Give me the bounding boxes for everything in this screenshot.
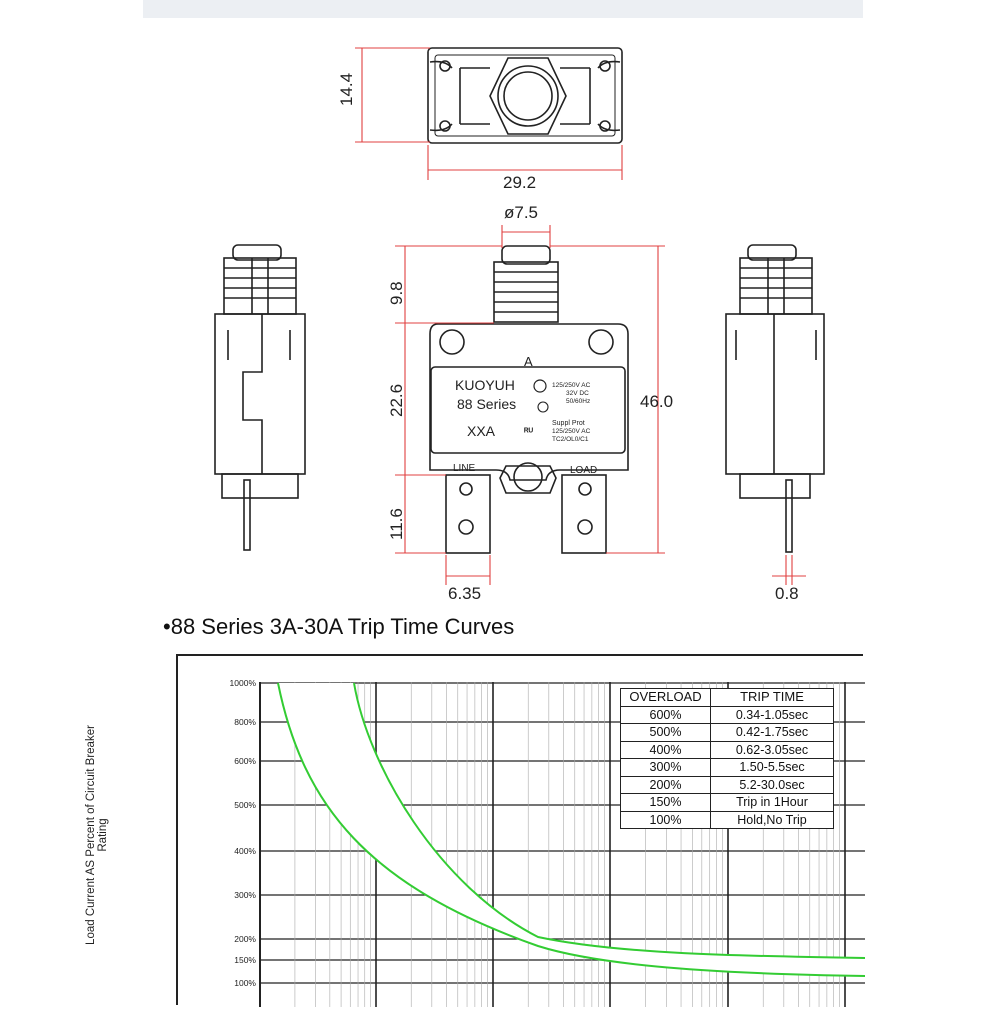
y-tick-label: 400% (234, 846, 256, 856)
dim-total-height: 46.0 (640, 392, 673, 411)
dimension-lines (355, 47, 806, 585)
table-header-overload: OVERLOAD (620, 688, 711, 707)
trip-time-cell: 0.62-3.05sec (710, 740, 834, 759)
table-row: 200%5.2-30.0sec (620, 775, 834, 794)
supp-line-1: Suppl Prot (552, 420, 585, 427)
table-row: 400%0.62-3.05sec (620, 740, 834, 759)
brand-label: KUOYUH (455, 377, 515, 393)
rating-line-3: 50/60Hz (566, 398, 590, 405)
y-tick-label: 500% (234, 800, 256, 810)
table-row: 100%Hold,No Trip (620, 810, 834, 829)
dim-height-top: 14.4 (337, 73, 356, 106)
min-trip-curve (277, 682, 866, 977)
overload-cell: 200% (620, 775, 711, 794)
table-row: 300%1.50-5.5sec (620, 758, 834, 777)
trip-time-cell: 0.42-1.75sec (710, 723, 834, 742)
section-title: •88 Series 3A-30A Trip Time Curves (163, 614, 515, 639)
load-label: LOAD (570, 465, 597, 476)
trip-time-cell: 0.34-1.05sec (710, 705, 834, 724)
y-tick-label: 1000% (230, 678, 257, 688)
ccc-icon (537, 401, 549, 413)
table-header-trip-time: TRIP TIME (710, 688, 834, 707)
front-view (429, 245, 629, 554)
dim-body-height: 22.6 (387, 384, 406, 417)
overload-cell: 300% (620, 758, 711, 777)
dim-terminal-width: 6.35 (448, 584, 481, 603)
y-axis-label: Load Current AS Percent of Circuit Break… (85, 725, 109, 945)
trip-time-cell: Trip in 1Hour (710, 793, 834, 812)
trip-time-cell: Hold,No Trip (710, 810, 834, 829)
rating-line-2: 32V DC (566, 390, 589, 397)
y-tick-label: 100% (234, 978, 256, 988)
rating-line-1: 125/250V AC (552, 382, 591, 389)
trip-time-cell: 1.50-5.5sec (710, 758, 834, 777)
overload-cell: 500% (620, 723, 711, 742)
supp-line-3: TC2/OL0/C1 (552, 436, 589, 443)
table-row: 150%Trip in 1Hour (620, 793, 834, 812)
overload-cell: 600% (620, 705, 711, 724)
marker-a: A (524, 354, 533, 369)
y-tick-label: 150% (234, 955, 256, 965)
technical-drawing: 14.4 29.2 ø7.5 9.8 22.6 11.6 46.0 6.35 0… (214, 47, 825, 603)
model-label: XXA (467, 423, 496, 439)
overload-cell: 400% (620, 740, 711, 759)
dim-terminal-height: 11.6 (387, 508, 406, 540)
table-row: 500%0.42-1.75sec (620, 723, 834, 742)
dim-button-diameter: ø7.5 (504, 203, 538, 222)
curve-band (278, 683, 865, 976)
certification-icon (533, 379, 547, 393)
line-label: LINE (453, 463, 476, 474)
dim-pin-thickness: 0.8 (775, 584, 799, 603)
table-row: 600%0.34-1.05sec (620, 705, 834, 724)
overload-cell: 150% (620, 793, 711, 812)
max-trip-curve (353, 682, 866, 959)
y-tick-label: 300% (234, 890, 256, 900)
y-tick-label: 800% (234, 717, 256, 727)
dim-width-top: 29.2 (503, 173, 536, 192)
top-view (427, 47, 623, 144)
top-bar (143, 0, 863, 18)
supp-line-2: 125/250V AC (552, 428, 591, 435)
dim-button-height: 9.8 (387, 281, 406, 305)
series-label: 88 Series (457, 396, 516, 412)
trip-time-cell: 5.2-30.0sec (710, 775, 834, 794)
trip-time-table: OVERLOAD TRIP TIME 600%0.34-1.05sec 500%… (620, 688, 834, 829)
left-side-view (214, 244, 306, 551)
right-side-view (725, 244, 825, 553)
overload-cell: 100% (620, 810, 711, 829)
y-tick-label: 200% (234, 934, 256, 944)
y-tick-label: 600% (234, 756, 256, 766)
ul-mark-icon: ᴿᵁ (524, 427, 534, 438)
